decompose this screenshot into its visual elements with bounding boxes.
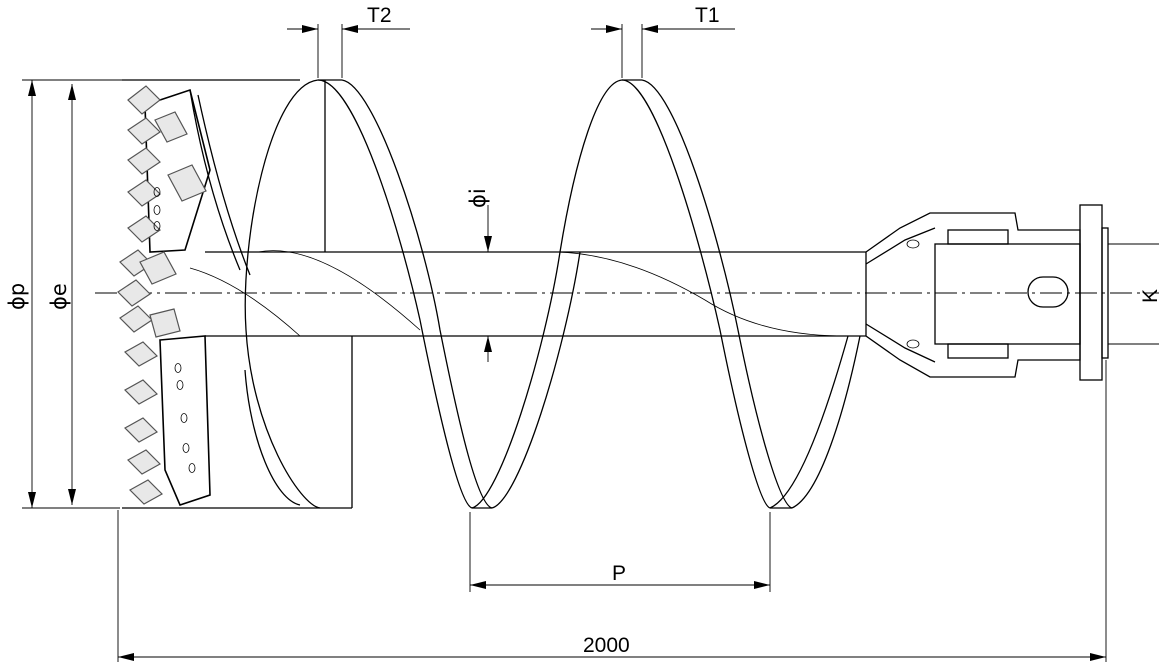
cutter-teeth-upper	[117, 85, 207, 338]
label-t1: T1	[695, 4, 720, 27]
helix-flight-2	[471, 79, 793, 509]
dim-phi-i	[484, 205, 492, 362]
helix-flight-3	[769, 335, 861, 509]
drill-head	[117, 79, 300, 509]
dim-p	[469, 512, 771, 592]
kelly-adapter	[865, 204, 1109, 381]
dim-t2	[287, 24, 410, 78]
label-p: P	[612, 562, 626, 585]
blade-holes	[153, 187, 196, 473]
label-length: 2000	[583, 634, 630, 657]
dim-phi-p	[22, 79, 122, 509]
dim-length	[117, 360, 1107, 662]
label-phi-i: ϕi	[466, 188, 490, 208]
dim-t1	[591, 24, 735, 78]
label-t2: T2	[367, 4, 392, 27]
shaft	[189, 250, 866, 337]
dim-k	[1108, 243, 1159, 345]
label-k: K	[1139, 289, 1159, 303]
helix-flight-1	[244, 79, 493, 509]
cutter-teeth-lower	[124, 341, 163, 505]
label-phi-e: ϕe	[47, 283, 71, 310]
dim-phi-e	[68, 84, 76, 505]
label-phi-p: ϕp	[5, 283, 29, 310]
